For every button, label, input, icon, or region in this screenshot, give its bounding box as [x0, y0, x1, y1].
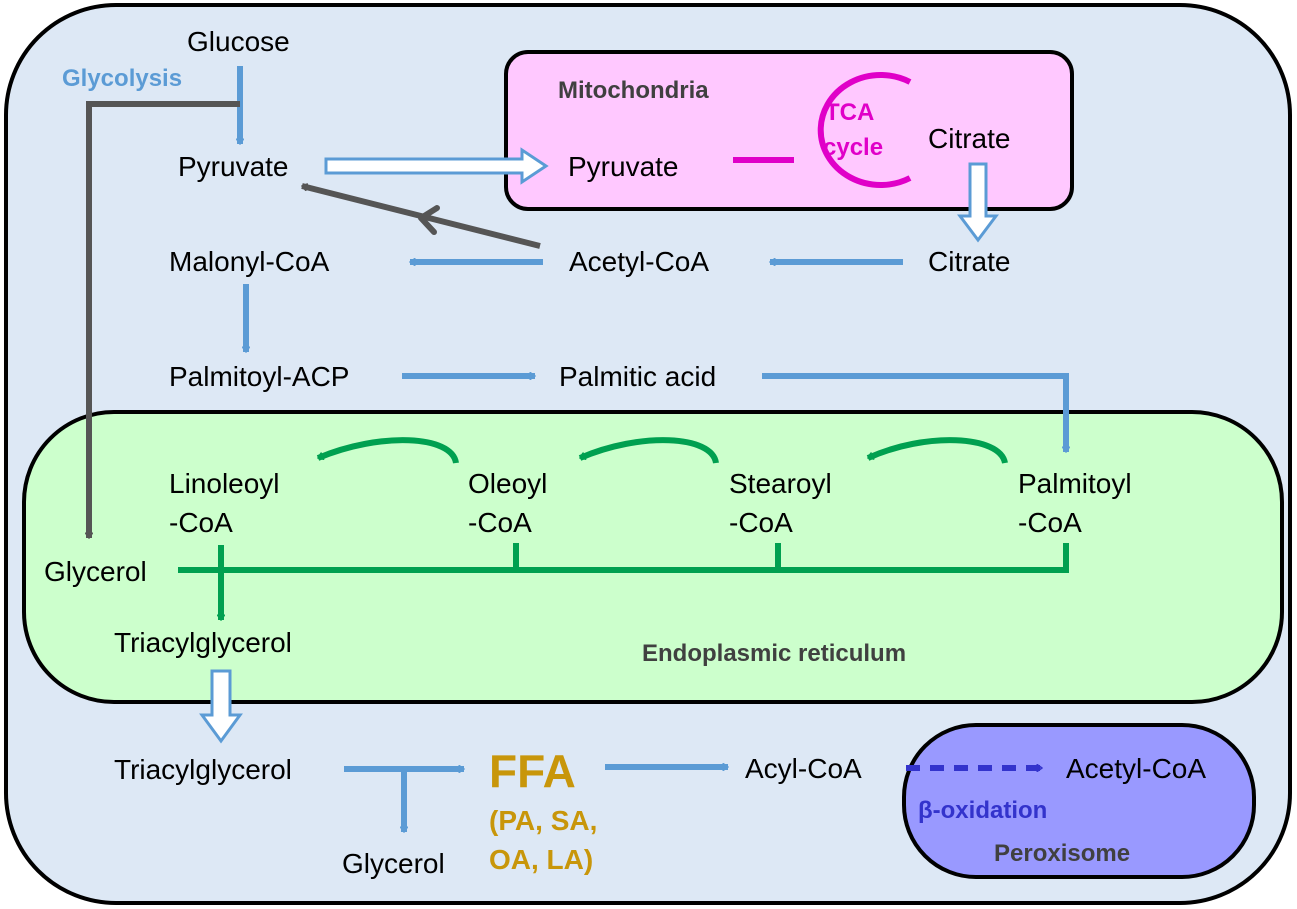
- citrate-mito-label: Citrate: [928, 123, 1010, 154]
- acetylcoa-label: Acetyl-CoA: [569, 246, 709, 277]
- pyruvate-transport-arrow: [324, 147, 549, 185]
- peroxisome-compartment: [902, 723, 1256, 879]
- oleoylcoa-label-2: -CoA: [468, 507, 532, 538]
- stearoyl-to-oleoyl-arrow: [578, 437, 719, 464]
- ffa-label: FFA: [489, 745, 576, 797]
- tca-label-line1: TCA: [825, 99, 874, 126]
- tca-cycle-arc: [817, 72, 912, 188]
- pyruvate-cyto-label: Pyruvate: [178, 151, 289, 182]
- oleoyl-to-linoleoyl-arrow: [316, 437, 459, 464]
- glycerol-branch-arrow: [89, 101, 240, 538]
- stearoylcoa-label-1: Stearoyl: [729, 468, 832, 499]
- tag-transport-arrow: [199, 669, 243, 744]
- palmitoylcoa-label-1: Palmitoyl: [1018, 468, 1132, 499]
- palmitoylcoa-label-2: -CoA: [1018, 507, 1082, 538]
- malonylcoa-label: Malonyl-CoA: [169, 246, 330, 277]
- palmiticacid-to-palmitoylcoa-arrow: [762, 373, 1066, 452]
- palmiticacid-label: Palmitic acid: [559, 361, 716, 392]
- pyruvate-mito-label: Pyruvate: [568, 151, 679, 182]
- glycerol-cyto-label: Glycerol: [342, 848, 445, 879]
- palmitoylacp-label: Palmitoyl-ACP: [169, 361, 349, 392]
- tag-cyto-label: Triacylglycerol: [114, 754, 292, 785]
- oleoylcoa-label-1: Oleoyl: [468, 468, 547, 499]
- acetylcoa-to-pyruvate-chevron: [418, 205, 440, 235]
- mitochondria-label: Mitochondria: [558, 77, 709, 104]
- ffa-detail-line2: OA, LA): [489, 844, 593, 875]
- tag-er-label: Triacylglycerol: [114, 627, 292, 658]
- er-compartment: [22, 410, 1284, 704]
- glycerol-er-label: Glycerol: [44, 556, 147, 587]
- peroxisome-label: Peroxisome: [994, 840, 1130, 867]
- mitochondria-compartment: [504, 50, 1074, 211]
- citrate-cyto-label: Citrate: [928, 246, 1010, 277]
- er-label: Endoplasmic reticulum: [642, 640, 906, 667]
- glycolysis-label: Glycolysis: [62, 65, 182, 92]
- tca-label-line2: cycle: [823, 134, 883, 161]
- acylcoa-label: Acyl-CoA: [745, 753, 862, 784]
- beta-oxidation-label: β-oxidation: [918, 797, 1047, 824]
- palmitoyl-to-stearoyl-arrow: [866, 437, 1008, 465]
- stearoylcoa-label-2: -CoA: [729, 507, 793, 538]
- acetylcoa-perox-label: Acetyl-CoA: [1066, 753, 1206, 784]
- linoleoylcoa-label-1: Linoleoyl: [169, 468, 280, 499]
- linoleoylcoa-label-2: -CoA: [169, 507, 233, 538]
- ffa-detail-line1: (PA, SA,: [489, 805, 597, 836]
- glucose-label: Glucose: [187, 26, 290, 57]
- citrate-transport-arrow: [957, 162, 999, 243]
